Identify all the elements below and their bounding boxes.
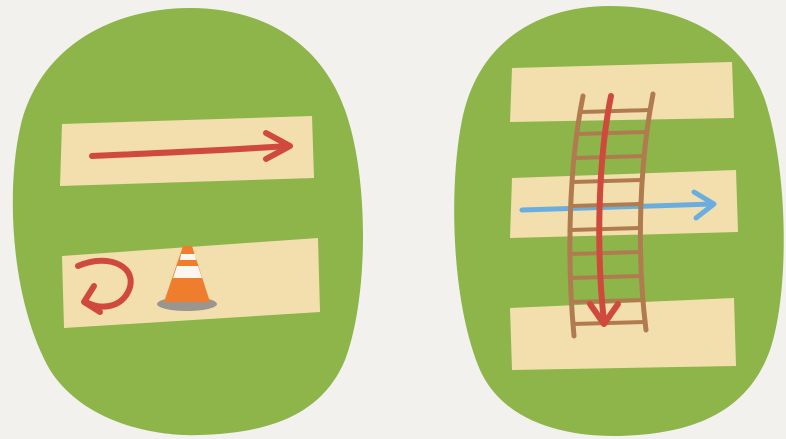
left-panel	[13, 8, 363, 435]
right-top-path	[510, 62, 734, 122]
left-grass-oval	[13, 8, 363, 435]
right-bottom-path	[510, 298, 736, 370]
right-panel	[454, 6, 784, 436]
